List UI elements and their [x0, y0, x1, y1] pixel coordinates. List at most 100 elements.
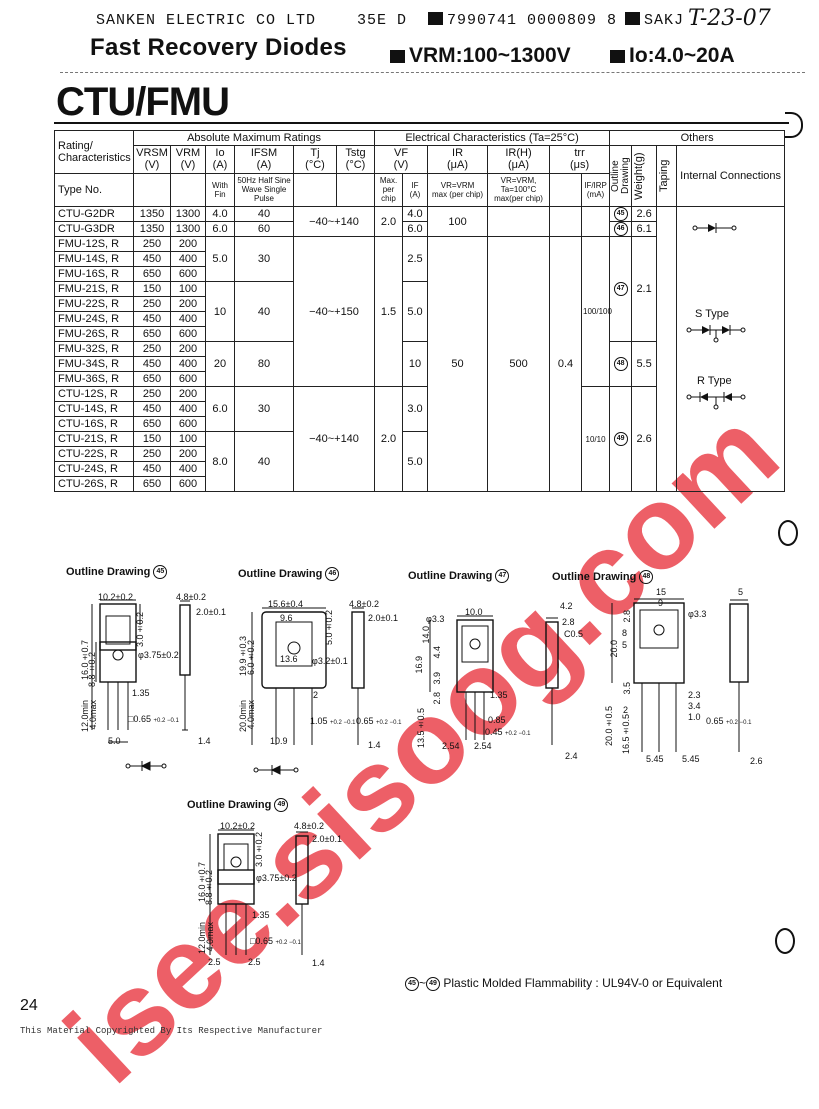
- diode-symbol-single: [692, 223, 737, 233]
- code-a: 35E D: [357, 12, 408, 29]
- dim-48-e: 2: [623, 705, 629, 715]
- dim-49-sq: □0.65 +0.2 −0.1: [250, 936, 301, 946]
- dim-47-c: C0.5: [564, 629, 584, 639]
- vrm-cell: 400: [170, 311, 206, 327]
- vrm-cell: 600: [170, 476, 206, 492]
- unit-a: (A): [212, 159, 228, 172]
- if-unit: (A): [409, 189, 421, 199]
- dim-49-p: 1.35: [252, 910, 270, 920]
- dim-45-w: 10.2±0.2: [98, 592, 133, 602]
- note-range: ~: [419, 976, 427, 990]
- dim-47-m: 14.0: [421, 626, 431, 644]
- vf-cell: 2.0: [374, 386, 404, 492]
- dim-46-l2: 4.0max: [246, 700, 256, 730]
- col-vrm-label: VRM: [175, 147, 201, 160]
- outline-title-49: Outline Drawing 49: [187, 798, 289, 812]
- drawing-46-front: [251, 607, 327, 745]
- dim-47-a: 4.4: [432, 646, 442, 659]
- outline-title-text: Outline Drawing: [187, 798, 272, 811]
- dim-47-pitch: 2.54: [442, 741, 460, 751]
- dim-48-x: 9: [658, 598, 664, 608]
- filled-box-icon: [390, 50, 405, 63]
- dim-46-p: 2: [313, 690, 319, 700]
- outline-num: 46: [613, 222, 628, 236]
- col-vrm: VRM(V): [170, 145, 206, 174]
- margin-mark: [778, 520, 798, 546]
- dim-48-d: 3.5: [622, 682, 632, 695]
- flammability-note: 45~49 Plastic Molded Flammability : UL94…: [405, 976, 722, 991]
- vrm-cell: 400: [170, 356, 206, 372]
- dim-49-sq-val: □0.65: [250, 936, 273, 946]
- io-cell: 6.0: [205, 221, 235, 237]
- code-c-text: SAKJ: [644, 12, 685, 29]
- dim-48-sq-val: 0.65: [706, 716, 724, 726]
- dim-46-q-tol: +0.2 −0.1: [330, 720, 356, 726]
- outline-drawings: [91, 598, 749, 955]
- io-cell: 5.0: [205, 236, 235, 282]
- unit-a: (A): [256, 159, 272, 172]
- col-io-label: Io: [215, 147, 225, 160]
- dim-48-lead: 20.0±0.5: [604, 706, 614, 747]
- ir-max: max (per chip): [431, 189, 484, 199]
- spec-table: Rating/ Characteristics Absolute Maximum…: [54, 130, 786, 492]
- dim-47-e: 2.8: [432, 692, 442, 705]
- col-tj-label: Tj: [310, 147, 320, 160]
- type-no: CTU-12S, R: [54, 386, 134, 402]
- col-ir: IR(μA): [427, 145, 489, 174]
- series-title: CTU/FMU: [56, 80, 230, 124]
- col-trr: trr(μs): [549, 145, 611, 174]
- copyright: This Material Copyrighted By Its Respect…: [20, 1026, 323, 1036]
- code-b: 7990741 0000809 8: [428, 12, 617, 29]
- drawing-46-side: [351, 607, 365, 745]
- series-rule: [54, 122, 789, 124]
- dim-46-pitch: 10.9: [270, 736, 288, 746]
- vrsm-cell: 250: [133, 236, 171, 252]
- dim-45-p: 1.35: [132, 688, 150, 698]
- if-cell: 5.0: [402, 431, 429, 492]
- dim-47-t: 4.2: [560, 601, 573, 611]
- dim-47-r: 2.8: [562, 617, 575, 627]
- outline-title-45: Outline Drawing 45: [66, 565, 168, 579]
- outline-title-47: Outline Drawing 47: [408, 569, 510, 583]
- dim-45-a: 3.0±0.2: [135, 612, 145, 648]
- dim-45-m: 8.8±0.2: [87, 652, 97, 688]
- col-vf: VF(V): [374, 145, 429, 174]
- type-no: CTU-21S, R: [54, 431, 134, 447]
- dim-49-a: 3.0±0.2: [254, 832, 264, 868]
- dim-49-m: 8.8±0.2: [204, 870, 214, 906]
- if-irp-label: IF/IRP: [584, 180, 607, 190]
- type-no: CTU-24S, R: [54, 461, 134, 477]
- drawing-45-side: [179, 600, 191, 731]
- col-tstg: Tstg(°C): [335, 145, 376, 174]
- dim-48-b: 8: [622, 628, 628, 638]
- ifsm-cell: 40: [234, 431, 294, 492]
- s-type-label: S Type: [695, 308, 730, 320]
- filled-box-icon: [428, 12, 443, 25]
- dim-45-l2: 4.0max: [88, 700, 98, 730]
- dim-46-sq: 0.65 +0.2 −0.1: [356, 716, 401, 726]
- margin-mark: [775, 928, 795, 954]
- dim-47-p: 1.35: [490, 690, 508, 700]
- irh-cond: VR=VRM, Ta=100°C: [500, 176, 537, 195]
- col-ifsm-label: IFSM: [250, 147, 278, 160]
- dim-45-t: 4.8±0.2: [176, 592, 206, 602]
- vrm-spec-text: VRM:100~1300V: [409, 44, 571, 67]
- type-no: FMU-34S, R: [54, 356, 134, 372]
- type-no: CTU-26S, R: [54, 476, 134, 492]
- dim-49-sq-tol: +0.2 −0.1: [275, 940, 301, 946]
- r-type-label: R Type: [697, 375, 732, 387]
- dim-47-lead: 13.5±0.5: [416, 708, 426, 749]
- page-number: 24: [20, 997, 38, 1014]
- outline-num: 45: [153, 565, 168, 579]
- col-irh-label: IR(H): [505, 147, 532, 160]
- col-ir-label: IR: [452, 147, 464, 160]
- unit-ua: (μA): [508, 159, 530, 172]
- dim-48-hole: φ3.3: [688, 609, 707, 619]
- type-no-header: Type No.: [54, 172, 134, 208]
- unit-c: (°C): [345, 159, 366, 172]
- dim-48-h: 20.0: [609, 640, 619, 658]
